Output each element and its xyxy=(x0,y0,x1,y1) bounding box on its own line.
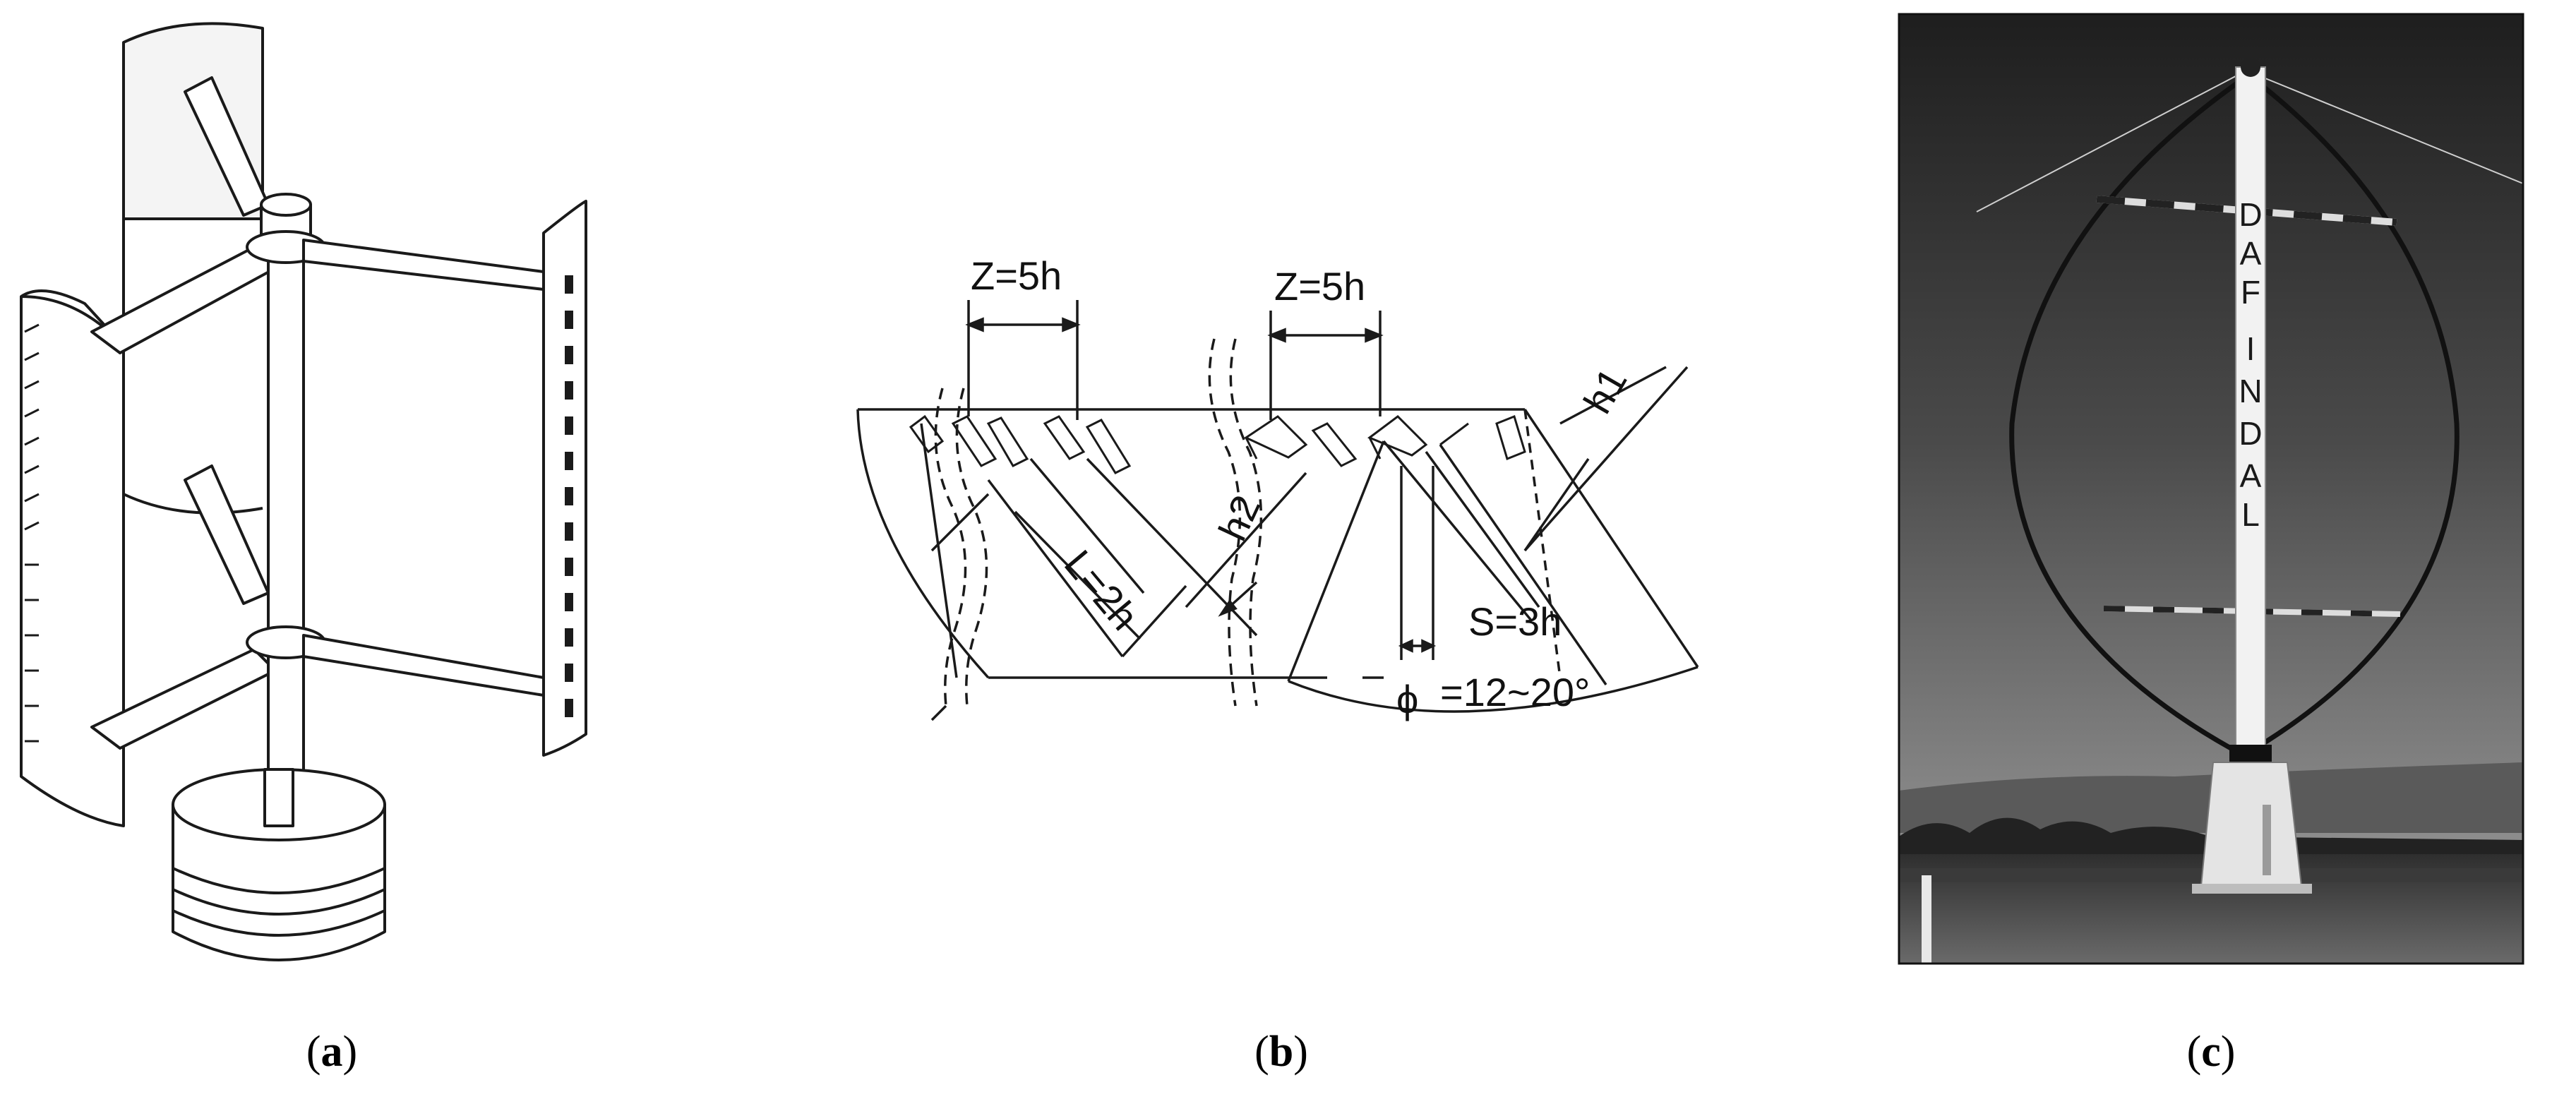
dimension-h1 xyxy=(1523,366,1689,552)
dimension-h2 xyxy=(1086,457,1307,637)
label-z2: Z=5h xyxy=(1274,264,1365,308)
base-stand xyxy=(172,768,386,961)
panel-c-darrieus-photo: D A F I N D A L (c) xyxy=(1892,0,2576,1104)
right-blade xyxy=(542,200,587,757)
tower-lettering: D A F I N D A L xyxy=(2239,196,2262,533)
caption-b: (b) xyxy=(1254,1028,1308,1076)
label-z1: Z=5h xyxy=(971,253,1062,298)
h-rotor-illustration xyxy=(20,22,587,961)
caption-c: (c) xyxy=(2186,1028,2236,1076)
upper-left-arm xyxy=(90,246,277,354)
pole-letter-1: D xyxy=(2239,196,2262,233)
label-phi: ϕ xyxy=(1396,677,1418,721)
tower-cap xyxy=(2241,57,2260,77)
pole-letter-8: L xyxy=(2241,496,2260,533)
label-l: L=2h xyxy=(1056,541,1147,638)
dimension-l xyxy=(930,457,1187,658)
tower-pedestal xyxy=(2192,745,2312,894)
upper-right-arm xyxy=(302,239,545,291)
caption-a: (a) xyxy=(306,1028,358,1076)
darrieus-turbine-photo: D A F I N D A L xyxy=(1898,13,2524,965)
pole-letter-3: F xyxy=(2241,274,2260,311)
foreground-post xyxy=(1922,875,1931,964)
label-angle: =12~20° xyxy=(1440,670,1590,714)
photo-frame xyxy=(1898,13,2524,965)
panel-a-h-rotor-drawing: (a) xyxy=(0,0,621,1104)
guy-wires xyxy=(1976,70,2524,212)
pole-letter-7: A xyxy=(2240,457,2262,494)
angle-wedge xyxy=(1287,409,1699,713)
pole-letter-5: N xyxy=(2239,373,2262,409)
pole-letter-6: D xyxy=(2239,415,2262,452)
blade-leading-edge xyxy=(856,409,990,679)
left-blade xyxy=(20,289,125,827)
darrieus-blades xyxy=(2009,76,2460,751)
lower-right-arm xyxy=(302,634,545,697)
slots xyxy=(909,414,1526,474)
label-s: S=3h xyxy=(1468,599,1562,644)
blade-trailing-edge xyxy=(1523,409,1562,678)
pole-letter-2: A xyxy=(2240,235,2262,272)
dimension-s xyxy=(1398,466,1437,660)
tower-mast xyxy=(2235,66,2266,760)
dimension-z2 xyxy=(1267,311,1384,420)
lower-back-arm xyxy=(184,464,270,605)
central-shaft xyxy=(260,193,312,848)
dimension-z1 xyxy=(965,300,1081,420)
pole-letter-4: I xyxy=(2246,330,2256,367)
panel-b-blade-section-diagram: Z=5h Z=5h h1 h2 L=2h S=3h ϕ =12~20° (b) xyxy=(819,0,1751,1104)
blade-section-schematic: Z=5h Z=5h h1 h2 L=2h S=3h ϕ =12~20° xyxy=(856,253,1699,721)
